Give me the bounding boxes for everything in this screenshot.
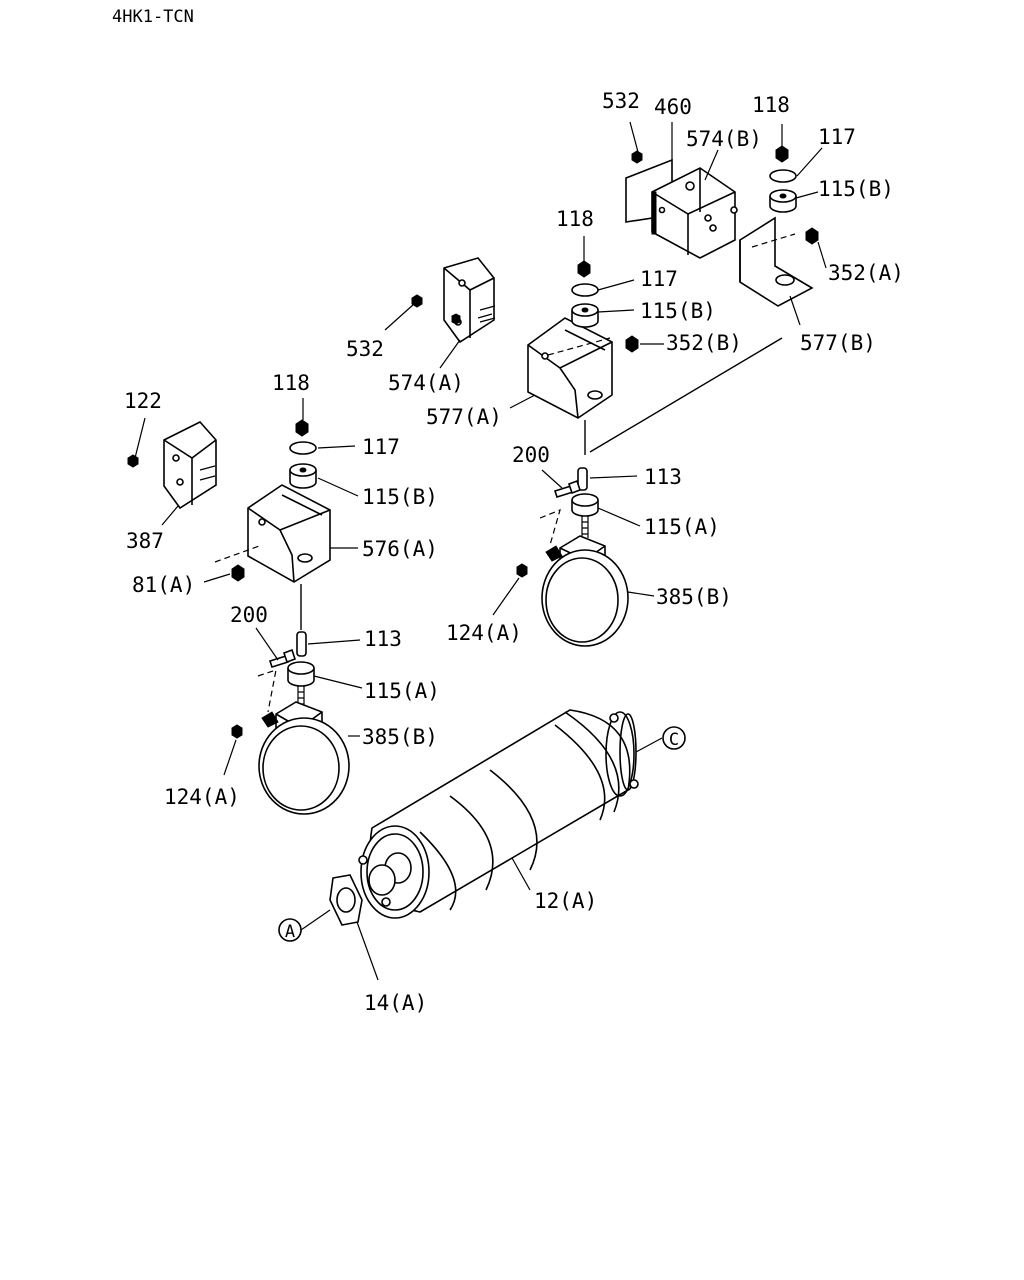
label-385b-left: 385(B) xyxy=(362,725,438,749)
clamp-385b-right-group xyxy=(516,467,629,647)
label-352a: 352(A) xyxy=(828,261,904,285)
clamp-385b-left xyxy=(258,717,350,815)
nut-118-mid xyxy=(577,260,591,278)
label-577b: 577(B) xyxy=(800,331,876,355)
label-117-left: 117 xyxy=(362,435,400,459)
bracket-576a-group xyxy=(214,419,331,583)
washer-117-top xyxy=(769,169,797,183)
label-577a: 577(A) xyxy=(426,405,502,429)
label-460: 460 xyxy=(654,95,692,119)
nut-122 xyxy=(127,454,139,468)
nut-81a xyxy=(231,564,245,582)
washer-117-left xyxy=(289,441,317,455)
stud-113-right xyxy=(577,467,588,491)
nut-124a-right xyxy=(516,563,528,578)
label-118-mid: 118 xyxy=(556,207,594,231)
label-200-right: 200 xyxy=(512,443,550,467)
nut-532-top xyxy=(631,150,643,164)
label-532-mid: 532 xyxy=(346,337,384,361)
label-532-top: 532 xyxy=(602,89,640,113)
label-117-top: 117 xyxy=(818,125,856,149)
bracket-574a-group xyxy=(411,257,496,344)
label-113-left: 113 xyxy=(364,627,402,651)
label-124a-left: 124(A) xyxy=(164,785,240,809)
label-117-mid: 117 xyxy=(640,267,678,291)
label-200-left: 200 xyxy=(230,603,268,627)
label-115a-right: 115(A) xyxy=(644,515,720,539)
gasket-14a xyxy=(329,874,363,926)
nut-124a-left xyxy=(231,724,243,739)
clamp-385b-left-group xyxy=(231,631,350,815)
nut-532-mid xyxy=(411,294,423,308)
stud-113-left xyxy=(296,631,307,657)
label-115b-left: 115(B) xyxy=(362,485,438,509)
ref-c-label: C xyxy=(669,730,679,750)
part-labels: 532 460 118 574(B) 117 115(B) 352(A) 577… xyxy=(124,89,904,1015)
ref-a-label: A xyxy=(285,922,295,942)
bracket-387 xyxy=(163,421,217,510)
model-code: 4HK1-TCN xyxy=(112,7,194,27)
bracket-387-group xyxy=(127,421,217,510)
nut-118-top xyxy=(775,145,789,163)
clamp-385b-right xyxy=(541,549,629,647)
muffler-12a xyxy=(358,709,639,919)
nut-352b xyxy=(625,335,639,353)
leader-lines xyxy=(134,121,827,981)
bracket-574b-group xyxy=(625,150,738,259)
label-115b-mid: 115(B) xyxy=(640,299,716,323)
bracket-574a xyxy=(443,257,495,344)
label-113-right: 113 xyxy=(644,465,682,489)
bracket-576a xyxy=(247,484,331,583)
label-576a: 576(A) xyxy=(362,537,438,561)
label-574b: 574(B) xyxy=(686,127,762,151)
label-122: 122 xyxy=(124,389,162,413)
label-387: 387 xyxy=(126,529,164,553)
label-81a: 81(A) xyxy=(132,573,195,597)
ref-c-circle xyxy=(662,726,686,750)
label-124a-right: 124(A) xyxy=(446,621,522,645)
bracket-577b xyxy=(739,216,814,307)
washer-117-mid xyxy=(571,283,599,297)
label-352b: 352(B) xyxy=(666,331,742,355)
label-118-top: 118 xyxy=(752,93,790,117)
label-115b-top: 115(B) xyxy=(818,177,894,201)
bracket-577b-group xyxy=(739,145,819,307)
nut-352a xyxy=(805,227,819,245)
ref-a-circle xyxy=(278,918,302,942)
label-574a: 574(A) xyxy=(388,371,464,395)
nut-118-left xyxy=(295,419,309,437)
bracket-577a-group xyxy=(527,260,639,419)
label-385b-right: 385(B) xyxy=(656,585,732,609)
label-118-left: 118 xyxy=(272,371,310,395)
label-14a: 14(A) xyxy=(364,991,427,1015)
label-115a-left: 115(A) xyxy=(364,679,440,703)
label-12a: 12(A) xyxy=(534,889,597,913)
